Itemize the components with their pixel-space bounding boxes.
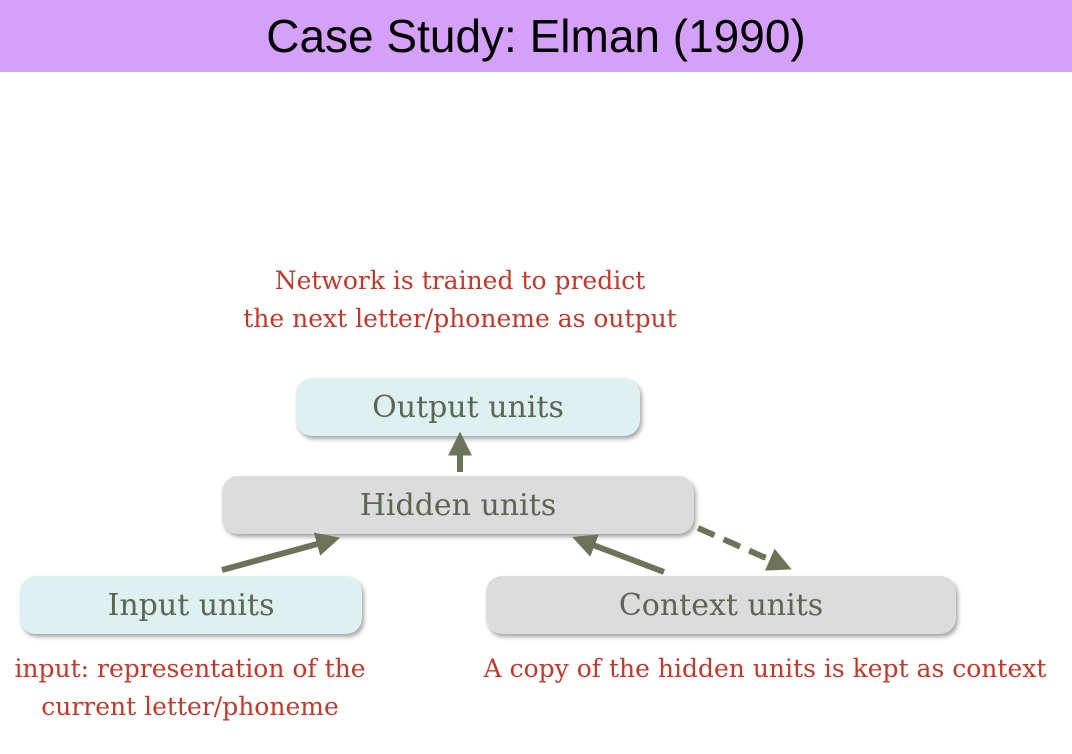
input-note-line-1: input: representation of the: [14, 654, 366, 683]
slide-title: Case Study: Elman (1990): [266, 10, 806, 62]
output-units-label: Output units: [372, 389, 564, 425]
context-note: A copy of the hidden units is kept as co…: [470, 650, 1060, 688]
hidden-units-box: Hidden units: [222, 476, 694, 534]
input-note: input: representation of the current let…: [0, 650, 380, 726]
training-note-line-1: Network is trained to predict: [274, 266, 646, 295]
input-units-label: Input units: [107, 587, 275, 623]
context-note-line-1: A copy of the hidden units is kept as co…: [483, 654, 1047, 683]
hidden-to-context-copy-arrow: [696, 525, 792, 571]
training-note: Network is trained to predict the next l…: [190, 262, 730, 338]
input-note-line-2: current letter/phoneme: [41, 692, 339, 721]
context-units-box: Context units: [486, 576, 956, 634]
input-units-box: Input units: [20, 576, 362, 634]
context-to-hidden-arrow: [572, 534, 666, 575]
hidden-units-label: Hidden units: [359, 487, 557, 523]
output-units-box: Output units: [296, 378, 640, 436]
title-bar: Case Study: Elman (1990): [0, 0, 1072, 72]
input-to-hidden-arrow: [221, 532, 341, 573]
training-note-line-2: the next letter/phoneme as output: [243, 304, 677, 333]
context-units-label: Context units: [618, 587, 824, 623]
